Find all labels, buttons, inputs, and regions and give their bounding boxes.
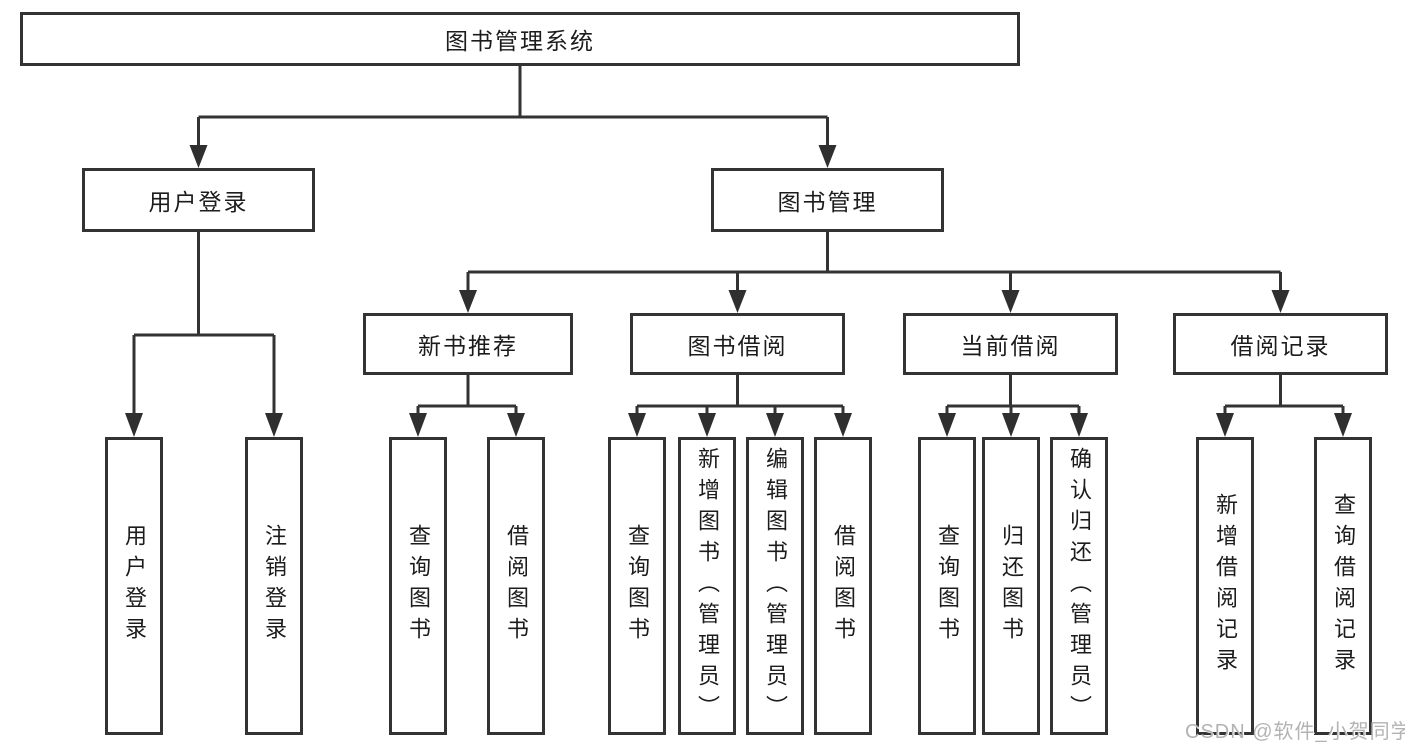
node-label: 新书推荐: [418, 333, 518, 359]
leaf-label: 查询图书: [935, 524, 960, 648]
leaf-bookborrow-add-books-admin: 新增图书（管理员）: [678, 437, 736, 735]
leaf-label: 编辑图书（管理员）: [763, 446, 788, 726]
leaf-label: 借阅图书: [831, 524, 856, 648]
leaf-label: 新增借阅记录: [1213, 493, 1238, 679]
node-borrow-records: 借阅记录: [1173, 313, 1388, 375]
node-current-borrow: 当前借阅: [903, 313, 1118, 375]
node-label: 当前借阅: [960, 333, 1061, 359]
leaf-bookborrow-query-books: 查询图书: [608, 437, 666, 735]
node-library-management-system: 图书管理系统: [20, 12, 1020, 66]
node-book-management: 图书管理: [711, 168, 944, 232]
leaf-user-login: 用户登录: [105, 437, 163, 735]
node-new-book-recommend: 新书推荐: [363, 313, 573, 375]
node-label: 图书管理: [777, 189, 878, 215]
leaf-label: 归还图书: [999, 524, 1024, 648]
leaf-label: 用户登录: [122, 524, 147, 648]
node-book-borrow: 图书借阅: [630, 313, 845, 375]
arrowheads: [125, 145, 1352, 437]
leaf-newbook-borrow-books: 借阅图书: [487, 437, 545, 735]
leaf-newbook-query-books: 查询图书: [389, 437, 447, 735]
leaf-bookborrow-edit-books-admin: 编辑图书（管理员）: [746, 437, 804, 735]
node-label: 借阅记录: [1230, 333, 1331, 359]
node-label: 图书管理系统: [445, 28, 595, 54]
node-label: 用户登录: [148, 189, 249, 215]
node-label: 图书借阅: [687, 333, 788, 359]
leaf-records-add-borrow-record: 新增借阅记录: [1196, 437, 1254, 735]
leaf-label: 查询图书: [406, 524, 431, 648]
node-user-login: 用户登录: [82, 168, 315, 232]
leaf-records-query-borrow-record: 查询借阅记录: [1314, 437, 1372, 735]
leaf-label: 查询图书: [625, 524, 650, 648]
leaf-currentborrow-query-books: 查询图书: [918, 437, 976, 735]
leaf-bookborrow-borrow-books: 借阅图书: [814, 437, 872, 735]
leaf-label: 查询借阅记录: [1331, 493, 1356, 679]
csdn-watermark: CSDN @软件_小贺同学: [1185, 721, 1405, 743]
leaf-label: 新增图书（管理员）: [695, 446, 720, 726]
leaf-logout: 注销登录: [245, 437, 303, 735]
leaf-currentborrow-confirm-return-admin: 确认归还（管理员）: [1050, 437, 1108, 735]
leaf-label: 确认归还（管理员）: [1067, 446, 1092, 726]
leaf-label: 注销登录: [262, 524, 287, 648]
leaf-currentborrow-return-books: 归还图书: [982, 437, 1040, 735]
leaf-label: 借阅图书: [504, 524, 529, 648]
